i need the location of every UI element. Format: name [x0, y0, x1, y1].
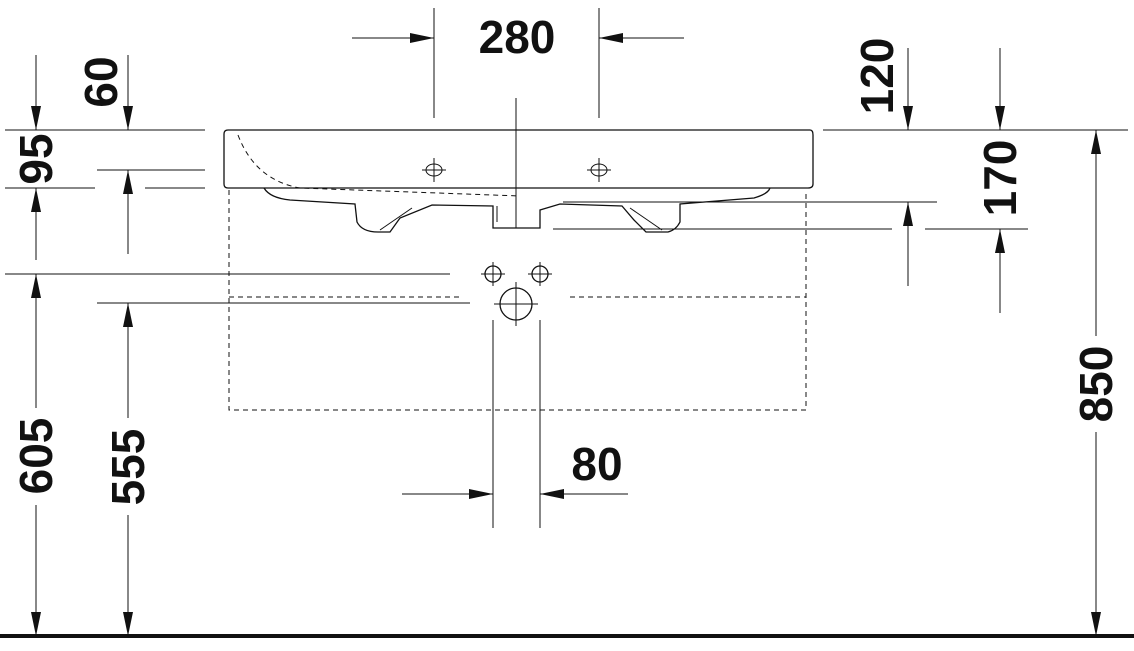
- supply-connection-right-icon: [528, 262, 552, 286]
- dim-120: 120: [851, 38, 913, 286]
- supply-connection-left-icon: [481, 262, 505, 286]
- dim-80-label: 80: [571, 438, 622, 490]
- dim-555: 555: [102, 303, 154, 636]
- dim-605: 605: [10, 274, 62, 636]
- vanity-unit-outline: [228, 190, 807, 411]
- dim-850: 850: [1070, 130, 1122, 636]
- dim-850-label: 850: [1070, 346, 1122, 423]
- dim-120-label: 120: [851, 38, 903, 115]
- dim-170-label: 170: [974, 140, 1026, 217]
- dim-80: 80: [402, 320, 628, 528]
- dim-605-label: 605: [10, 418, 62, 495]
- dim-60-label: 60: [75, 56, 127, 107]
- drain-outlet-icon: [494, 282, 538, 326]
- dim-280: 280: [352, 8, 684, 118]
- tap-hole-left-icon: [422, 158, 446, 182]
- dim-60: 60: [75, 55, 133, 254]
- dim-280-label: 280: [479, 11, 556, 63]
- dim-95: 95: [10, 55, 62, 260]
- dim-555-label: 555: [102, 429, 154, 506]
- dim-170: 170: [974, 48, 1026, 313]
- dim-95-label: 95: [10, 133, 62, 184]
- basin-outline: [223, 98, 814, 233]
- tap-hole-right-icon: [587, 158, 611, 182]
